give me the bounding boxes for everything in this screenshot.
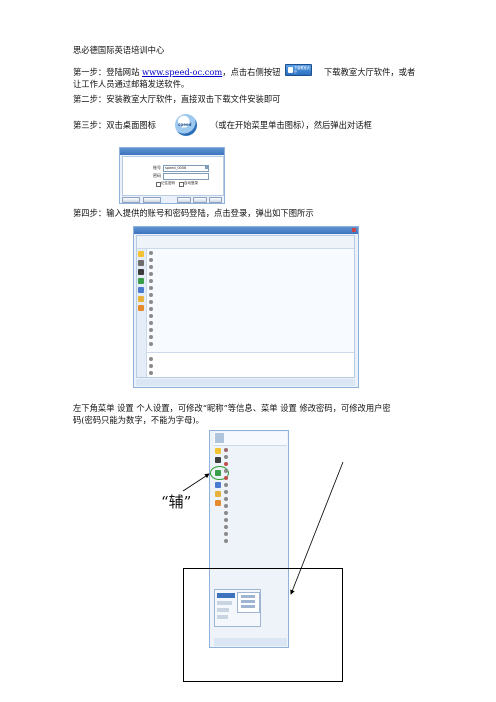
step5-line1: 左下角菜单 设置 个人设置，可修改“昵称”等信息、菜单 设置 修改密码，可修改用…	[73, 403, 391, 413]
globe-icon[interactable]	[138, 278, 144, 284]
register-button[interactable]	[143, 197, 161, 203]
password-label: 密码	[153, 173, 161, 178]
account-value: speed_0006	[165, 166, 187, 170]
step2-line: 第二步：安装教室大厅软件，直接双击下载文件安装即可	[73, 94, 281, 104]
step4-line: 第四步：输入提供的账号和密码登陆，点击登录，弹出如下图所示	[73, 208, 314, 218]
download-icon	[288, 67, 293, 73]
login-button[interactable]	[177, 197, 191, 203]
auto-login-label: 自动登录	[184, 181, 198, 185]
client-window	[133, 226, 359, 388]
password-input[interactable]	[163, 173, 209, 180]
remember-label: 记住密码	[161, 181, 175, 185]
cancel-button[interactable]	[193, 197, 207, 203]
doc-title: 思必德国际英语培训中心	[73, 45, 165, 55]
contacts-icon[interactable]	[138, 269, 144, 275]
login-dialog: 账号 speed_0006 密码 记住密码 自动登录	[119, 147, 225, 204]
star-icon[interactable]	[215, 500, 221, 506]
submenu-item-change-password[interactable]	[241, 600, 255, 603]
menu-item-settings[interactable]	[217, 593, 235, 598]
help-button[interactable]	[209, 197, 222, 203]
step1-line: 第一步：登陆网站 www.speed-oc.com，点击右侧按钮	[73, 67, 280, 78]
account-input[interactable]: speed_0006	[163, 165, 209, 172]
avatar	[215, 433, 224, 443]
annotation-label: “辅”	[161, 493, 192, 511]
settings-bottom-toolbar	[214, 638, 287, 646]
login-body: 账号 speed_0006 密码 记住密码 自动登录	[122, 156, 224, 196]
remember-checkbox[interactable]	[156, 182, 161, 187]
sidebar	[137, 249, 147, 377]
submenu-item-personal-settings[interactable]	[241, 595, 255, 598]
arrow-to-button	[182, 473, 210, 492]
settings-sidebar	[214, 446, 222, 566]
note-icon[interactable]	[215, 491, 221, 497]
note-icon[interactable]	[138, 296, 144, 302]
chevron-down-icon[interactable]	[205, 166, 208, 169]
account-label: 账号	[153, 165, 161, 170]
website-link[interactable]: www.speed-oc.com	[142, 67, 223, 77]
step5-line2: 码(密码只能为数字，不能为字母)。	[73, 415, 204, 425]
settings-contact-list	[224, 447, 284, 557]
contacts-icon[interactable]	[215, 457, 221, 463]
step3-suffix: （或在开始菜里单击图标），然后弹出对话框	[210, 120, 372, 130]
folder-icon[interactable]	[215, 448, 221, 454]
client-titlebar	[134, 227, 358, 234]
client-bottom-toolbar	[136, 379, 355, 386]
login-titlebar	[120, 148, 224, 155]
close-icon[interactable]	[352, 228, 356, 232]
client-inner	[136, 235, 355, 378]
folder-icon[interactable]	[138, 251, 144, 257]
user-icon[interactable]	[138, 260, 144, 266]
speed-app-icon[interactable]: speed	[175, 114, 197, 136]
menu-item[interactable]	[217, 608, 229, 612]
settings-user-header	[214, 432, 287, 446]
step3-prefix: 第三步：双击桌面图标	[73, 120, 156, 130]
step1-line2: 让工作人员通过邮箱发送软件。	[73, 79, 190, 89]
settings-menu	[214, 589, 261, 627]
login-button-row	[122, 197, 222, 203]
menu-item[interactable]	[217, 601, 232, 605]
step1-suffix: 下载教室大厅软件，或者	[324, 67, 416, 77]
auto-login-checkbox[interactable]	[179, 182, 184, 187]
callout-box	[183, 568, 343, 682]
chat-area[interactable]	[147, 352, 354, 377]
submenu-item[interactable]	[241, 605, 255, 608]
highlight-ring	[210, 466, 229, 480]
settings-button[interactable]	[122, 197, 140, 203]
download-button[interactable]: 下载教室大厅	[285, 64, 312, 76]
menu-item[interactable]	[217, 615, 228, 619]
user-header	[137, 236, 354, 249]
download-button-label: 下载教室大厅	[294, 66, 310, 74]
step1-mid: ，点击右侧按钮	[222, 67, 281, 77]
contact-list	[149, 250, 229, 350]
step1-prefix: 第一步：登陆网站	[73, 67, 143, 77]
speed-icon-label: speed	[178, 122, 192, 127]
settings-window	[209, 430, 289, 648]
star-icon[interactable]	[138, 305, 144, 311]
pencil-icon[interactable]	[138, 287, 144, 293]
pencil-icon[interactable]	[215, 482, 221, 488]
